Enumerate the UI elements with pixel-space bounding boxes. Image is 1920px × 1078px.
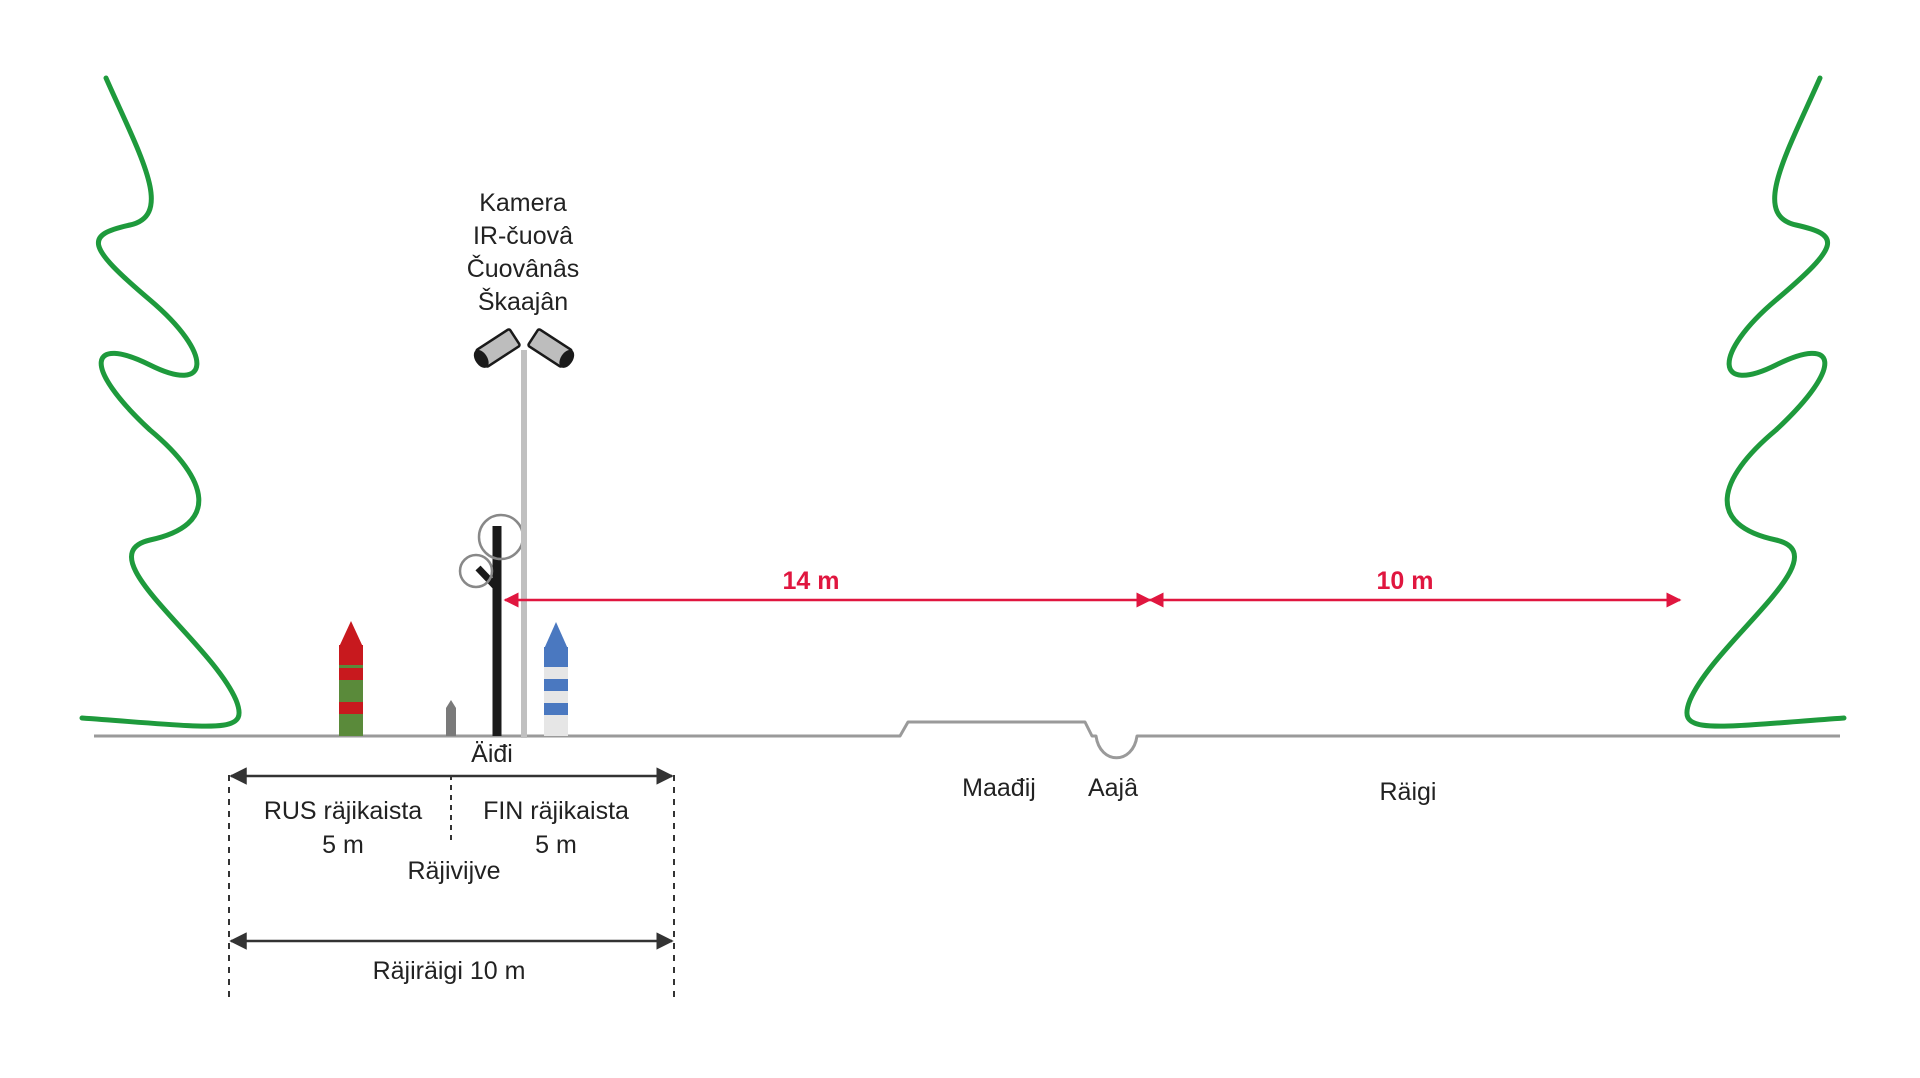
border-line-label: Äiđi [471,740,513,768]
camera-icon [473,328,521,368]
mast-shaft [521,350,527,738]
fin-post-stripe [544,703,568,715]
rus-post-stripe [339,702,363,714]
left-tree-icon [79,75,242,729]
camera-mast [473,328,575,738]
fin-post-tip [544,622,568,649]
fin-zone-width: 5 m [535,831,577,859]
mast-label-camera: Kamera [479,189,567,217]
fin-zone-label: FIN räjikaista [483,797,629,825]
rus-post-stripe [339,668,363,680]
ground-line [94,720,1840,760]
mast-label-ir-light: IR-čuovâ [473,222,573,250]
distance-label-10m: 10 m [1377,567,1434,595]
fin-post-stripe [544,679,568,691]
rus-border-post [339,621,363,736]
rus-zone-label: RUS räjikaista [264,797,422,825]
sensor-pole-arm [475,565,500,591]
distance-label-14m: 14 m [783,567,840,595]
fin-border-post [544,622,568,736]
sensor-pole [458,513,525,736]
total-zone-label: Räjiräigi 10 m [373,957,526,985]
clearing-label: Räigi [1380,778,1437,806]
rus-post-stripe [339,645,363,665]
mast-label-light: Čuovânâs [467,254,580,283]
border-line-name-label: Räjivijve [407,857,500,885]
sensor-ring-icon [458,553,494,589]
right-tree-icon [1684,75,1847,729]
rus-zone-width: 5 m [322,831,364,859]
border-marker-stake [446,700,456,736]
ditch-label: Aajâ [1088,774,1138,802]
camera-icon [527,328,575,368]
rus-post-tip [339,621,363,647]
road-label: Maađij [962,774,1036,802]
mast-label-loudspeaker: Škaajân [478,287,568,316]
fin-post-stripe [544,647,568,667]
